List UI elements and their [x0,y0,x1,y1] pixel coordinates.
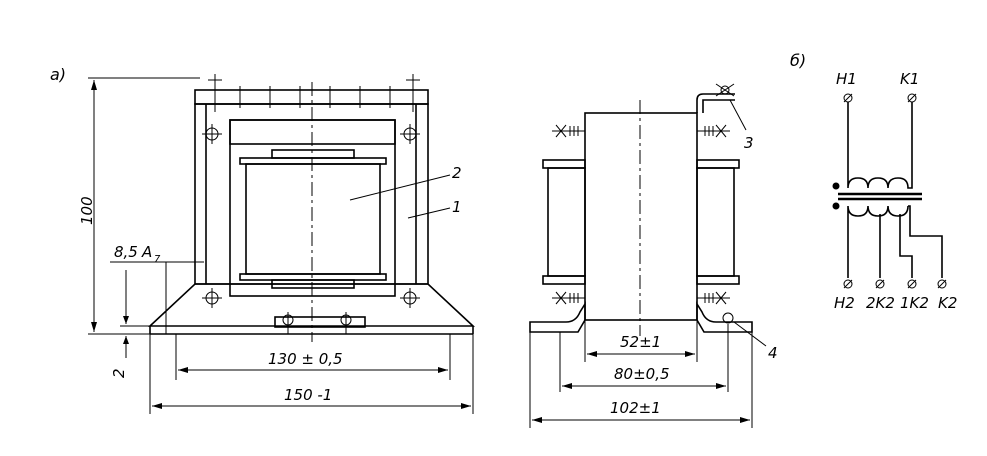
dim-holes-side: 80±0,5 [614,365,670,383]
terminal-k1-label: K1 [900,70,919,88]
dim-offset-subsub: 7 [154,254,161,265]
dim-holes-front: 130 ± 0,5 [268,350,343,368]
schematic: H1 K1 H2 2K2 1K2 K2 [832,70,957,312]
terminal-1k2-label: 1K2 [900,294,929,312]
callout-3: 3 [744,134,754,152]
dim-core: 52±1 [620,333,661,351]
front-dimensions: 100 8,5 A 7 2 130 ± 0,5 150 -1 [78,77,474,414]
panel-b-label: б) [790,51,806,70]
panel-a-label: a) [50,65,66,84]
dim-height: 100 [78,196,96,225]
side-dimensions: 52±1 80±0,5 102±1 [529,320,753,428]
callout-1: 1 [452,198,462,216]
terminal-h2-label: H2 [834,294,855,312]
dim-offset-sub: A [141,243,152,261]
dim-width-side: 102±1 [610,399,661,417]
terminal-2k2-label: 2K2 [866,294,895,312]
dim-offset: 8,5 [114,243,138,261]
callout-4: 4 [768,344,778,362]
side-view: 3 4 [529,83,778,362]
dim-width-front: 150 -1 [284,386,332,404]
terminal-h1-label: H1 [836,70,857,88]
terminal-k2-label: K2 [938,294,957,312]
dim-base: 2 [110,368,128,378]
front-view: 2 1 [147,74,476,342]
callout-2: 2 [452,164,462,182]
